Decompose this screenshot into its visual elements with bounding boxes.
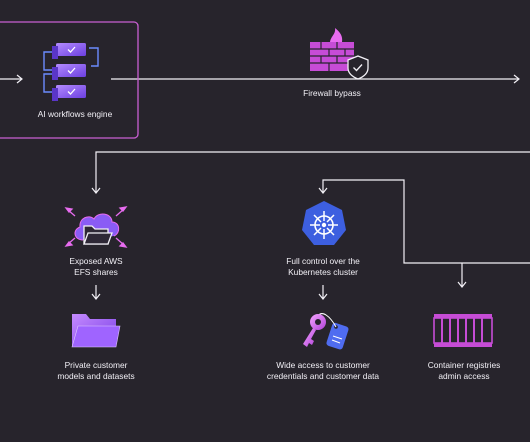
efs-label: Exposed AWS EFS shares	[69, 256, 123, 277]
models-arrow-head	[91, 293, 101, 300]
folder-icon	[71, 314, 121, 348]
ai-engine-label: AI workflows engine	[37, 109, 113, 119]
models-label: Private customer models and datasets	[57, 360, 135, 381]
container-icon	[433, 314, 493, 347]
firewall-arrow-head	[513, 74, 520, 84]
branch-to-efs-line	[95, 151, 530, 193]
stacked-checklist-icon	[43, 43, 99, 101]
kubernetes-helm-icon	[302, 201, 346, 245]
ai-engine-box	[0, 21, 139, 139]
entry-arrow-head	[16, 74, 23, 84]
k8s-label: Full control over the Kubernetes cluster	[286, 256, 360, 277]
registries-label: Container registries admin access	[427, 360, 501, 381]
cloud-folder-icon	[64, 206, 128, 248]
firewall-shield-icon	[310, 28, 369, 80]
credentials-arrow-head	[318, 293, 328, 300]
firewall-label: Firewall bypass	[303, 88, 361, 98]
registry-arrow-head	[457, 281, 467, 288]
key-tag-icon	[303, 313, 349, 350]
k8s-arrow-head	[318, 187, 328, 194]
connectors	[0, 74, 530, 300]
credentials-label: Wide access to customer credentials and …	[266, 360, 380, 381]
branch-to-k8s-line	[322, 179, 530, 264]
efs-arrow-head	[91, 187, 101, 194]
